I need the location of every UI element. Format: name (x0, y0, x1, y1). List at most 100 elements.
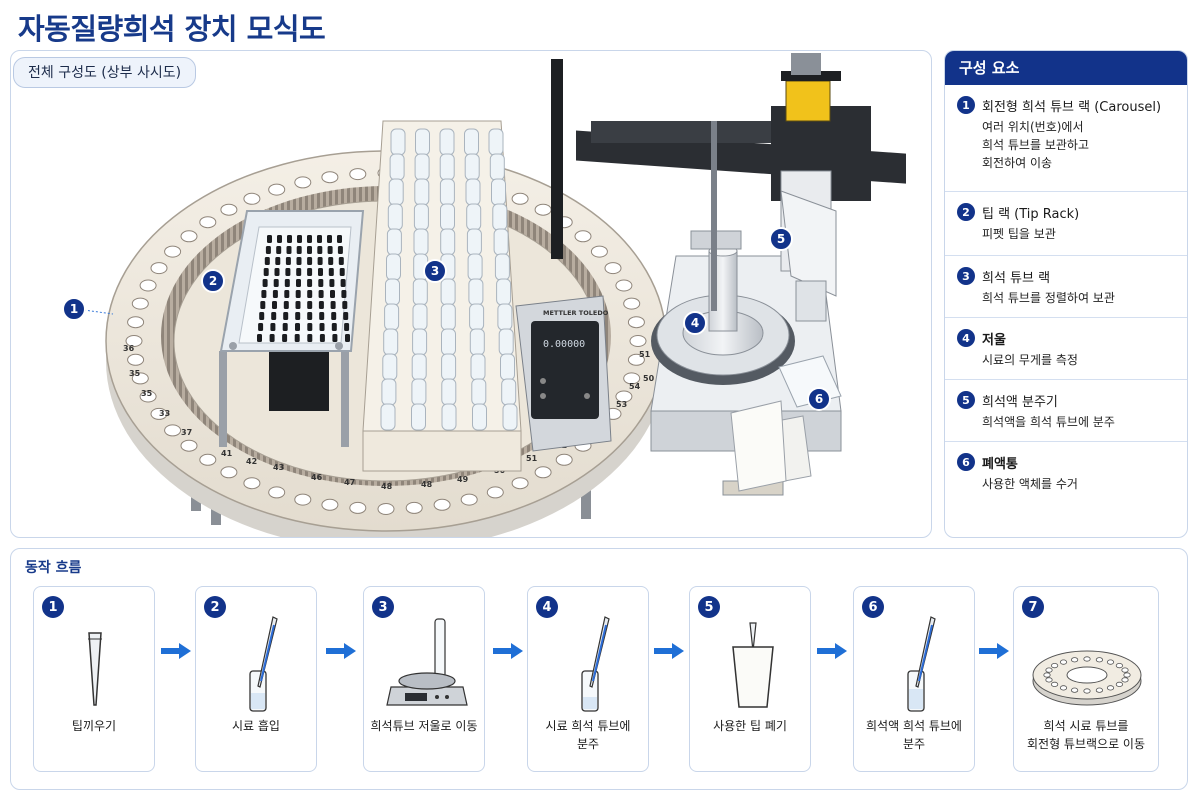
carousel-hole (164, 245, 182, 258)
pipette-tip (262, 279, 268, 287)
pipette-tip (296, 246, 302, 254)
carousel-hole (433, 498, 451, 511)
component-desc: 사용한 액체를 수거 (982, 477, 1078, 491)
dilution-tube (441, 378, 457, 406)
pipette-tip (272, 301, 277, 309)
component-desc: 여러 위치(번호)에서 희석 튜브를 보관하고 회전하여 이송 (982, 120, 1089, 170)
pipette-tip (273, 279, 279, 287)
dilution-tube (414, 153, 430, 181)
pipette-tip (282, 334, 288, 342)
pipette-tip (269, 334, 275, 342)
carousel-hole (604, 262, 622, 275)
carousel-hole (1045, 677, 1053, 683)
carousel-hole (268, 183, 286, 196)
carousel-hole (1115, 681, 1124, 688)
carousel-hole (131, 297, 149, 310)
pipette-tip (345, 334, 350, 342)
dilution-tube (411, 403, 426, 431)
flow-arrow-icon (817, 643, 847, 659)
pipette-tip-icon (88, 632, 102, 706)
pipette-tip (296, 279, 301, 287)
balance-icon (386, 618, 468, 706)
carousel-hole (180, 230, 198, 243)
carousel-hole (349, 501, 367, 514)
carousel-hole (294, 493, 312, 506)
component-name: 희석 튜브 랙 (982, 270, 1051, 286)
pipette-tip (330, 301, 336, 309)
pipette-tip (338, 257, 344, 265)
dilution-tube (441, 353, 457, 381)
ring-number: 48 (421, 480, 433, 489)
pipette-tip (319, 312, 325, 320)
carousel-hole (511, 477, 529, 490)
step-number: 3 (372, 596, 394, 618)
carousel-hole (627, 353, 645, 366)
dilution-tube (492, 203, 508, 231)
pipette-tip (265, 246, 271, 254)
pipette-tip (284, 290, 290, 298)
balance-terminal: METTLER TOLEDO 0.00000 (515, 295, 612, 452)
pipette-tip (297, 235, 302, 243)
pipette-tip (295, 290, 301, 298)
flow-arrow-icon (161, 643, 191, 659)
pipette-tip (328, 257, 334, 265)
balance-reading: 0.00000 (543, 339, 585, 350)
pipette-tip (260, 301, 266, 309)
component-desc: 희석액을 희석 튜브에 분주 (982, 415, 1115, 429)
pipette-tip (340, 279, 346, 287)
ring-number: 35 (141, 389, 153, 398)
pipette-tip (327, 235, 332, 243)
pipette-tip (264, 257, 270, 265)
pipette-tip (295, 312, 301, 320)
dilution-tube (413, 203, 429, 231)
pipette-tip (276, 246, 282, 254)
step-number: 5 (698, 596, 720, 618)
pipette-tip (337, 235, 342, 243)
pipette-tip (307, 246, 312, 254)
component-name: 저울 (982, 332, 1006, 348)
carousel-hole (615, 390, 633, 403)
carousel-hole (150, 407, 168, 420)
pipette-tip (307, 312, 313, 320)
pipette-tip (319, 323, 325, 331)
carousel-hole (321, 171, 339, 184)
carousel-hole (1070, 687, 1079, 693)
dilution-tube (465, 178, 481, 206)
component-desc: 피펫 팁을 보관 (982, 227, 1056, 241)
pipette-tip (318, 268, 323, 276)
ring-number: 36 (123, 344, 135, 353)
carousel-hole (555, 453, 573, 466)
pipette-tip (317, 235, 322, 243)
pipette-tip (318, 279, 324, 287)
dilution-tube (468, 278, 484, 306)
pipette-tip (339, 268, 345, 276)
pipette-tip (285, 257, 291, 265)
overview-tab-label: 전체 구성도 (상부 사시도) (13, 57, 197, 88)
dilution-tube (466, 228, 482, 256)
carousel-hole (131, 372, 149, 385)
carousel-hole (1050, 662, 1059, 669)
pipette-tip (332, 334, 338, 342)
carousel-hole (534, 466, 552, 479)
dilution-tube (501, 378, 517, 406)
carousel-hole (1095, 657, 1104, 663)
dilution-tube (390, 128, 406, 156)
pipette-tip (307, 301, 313, 309)
flow-step-4: 4 시료 희석 튜브에 분주 (527, 586, 649, 772)
svg-text:3: 3 (431, 264, 439, 278)
carousel-hole (590, 245, 608, 258)
svg-text:5: 5 (777, 232, 785, 246)
pipette-tip (267, 235, 272, 243)
carousel-hole (199, 453, 217, 466)
pipette-tip (257, 334, 262, 342)
dilution-tube (414, 178, 430, 206)
carousel-hole (349, 168, 367, 181)
pipette-tip (318, 290, 324, 298)
carousel-hole (1123, 672, 1131, 678)
component-desc: 희석 튜브를 정렬하여 보관 (982, 291, 1115, 305)
components-header: 구성 요소 (945, 51, 1187, 85)
component-name: 희석액 분주기 (982, 394, 1058, 410)
ring-number: 47 (344, 478, 355, 487)
